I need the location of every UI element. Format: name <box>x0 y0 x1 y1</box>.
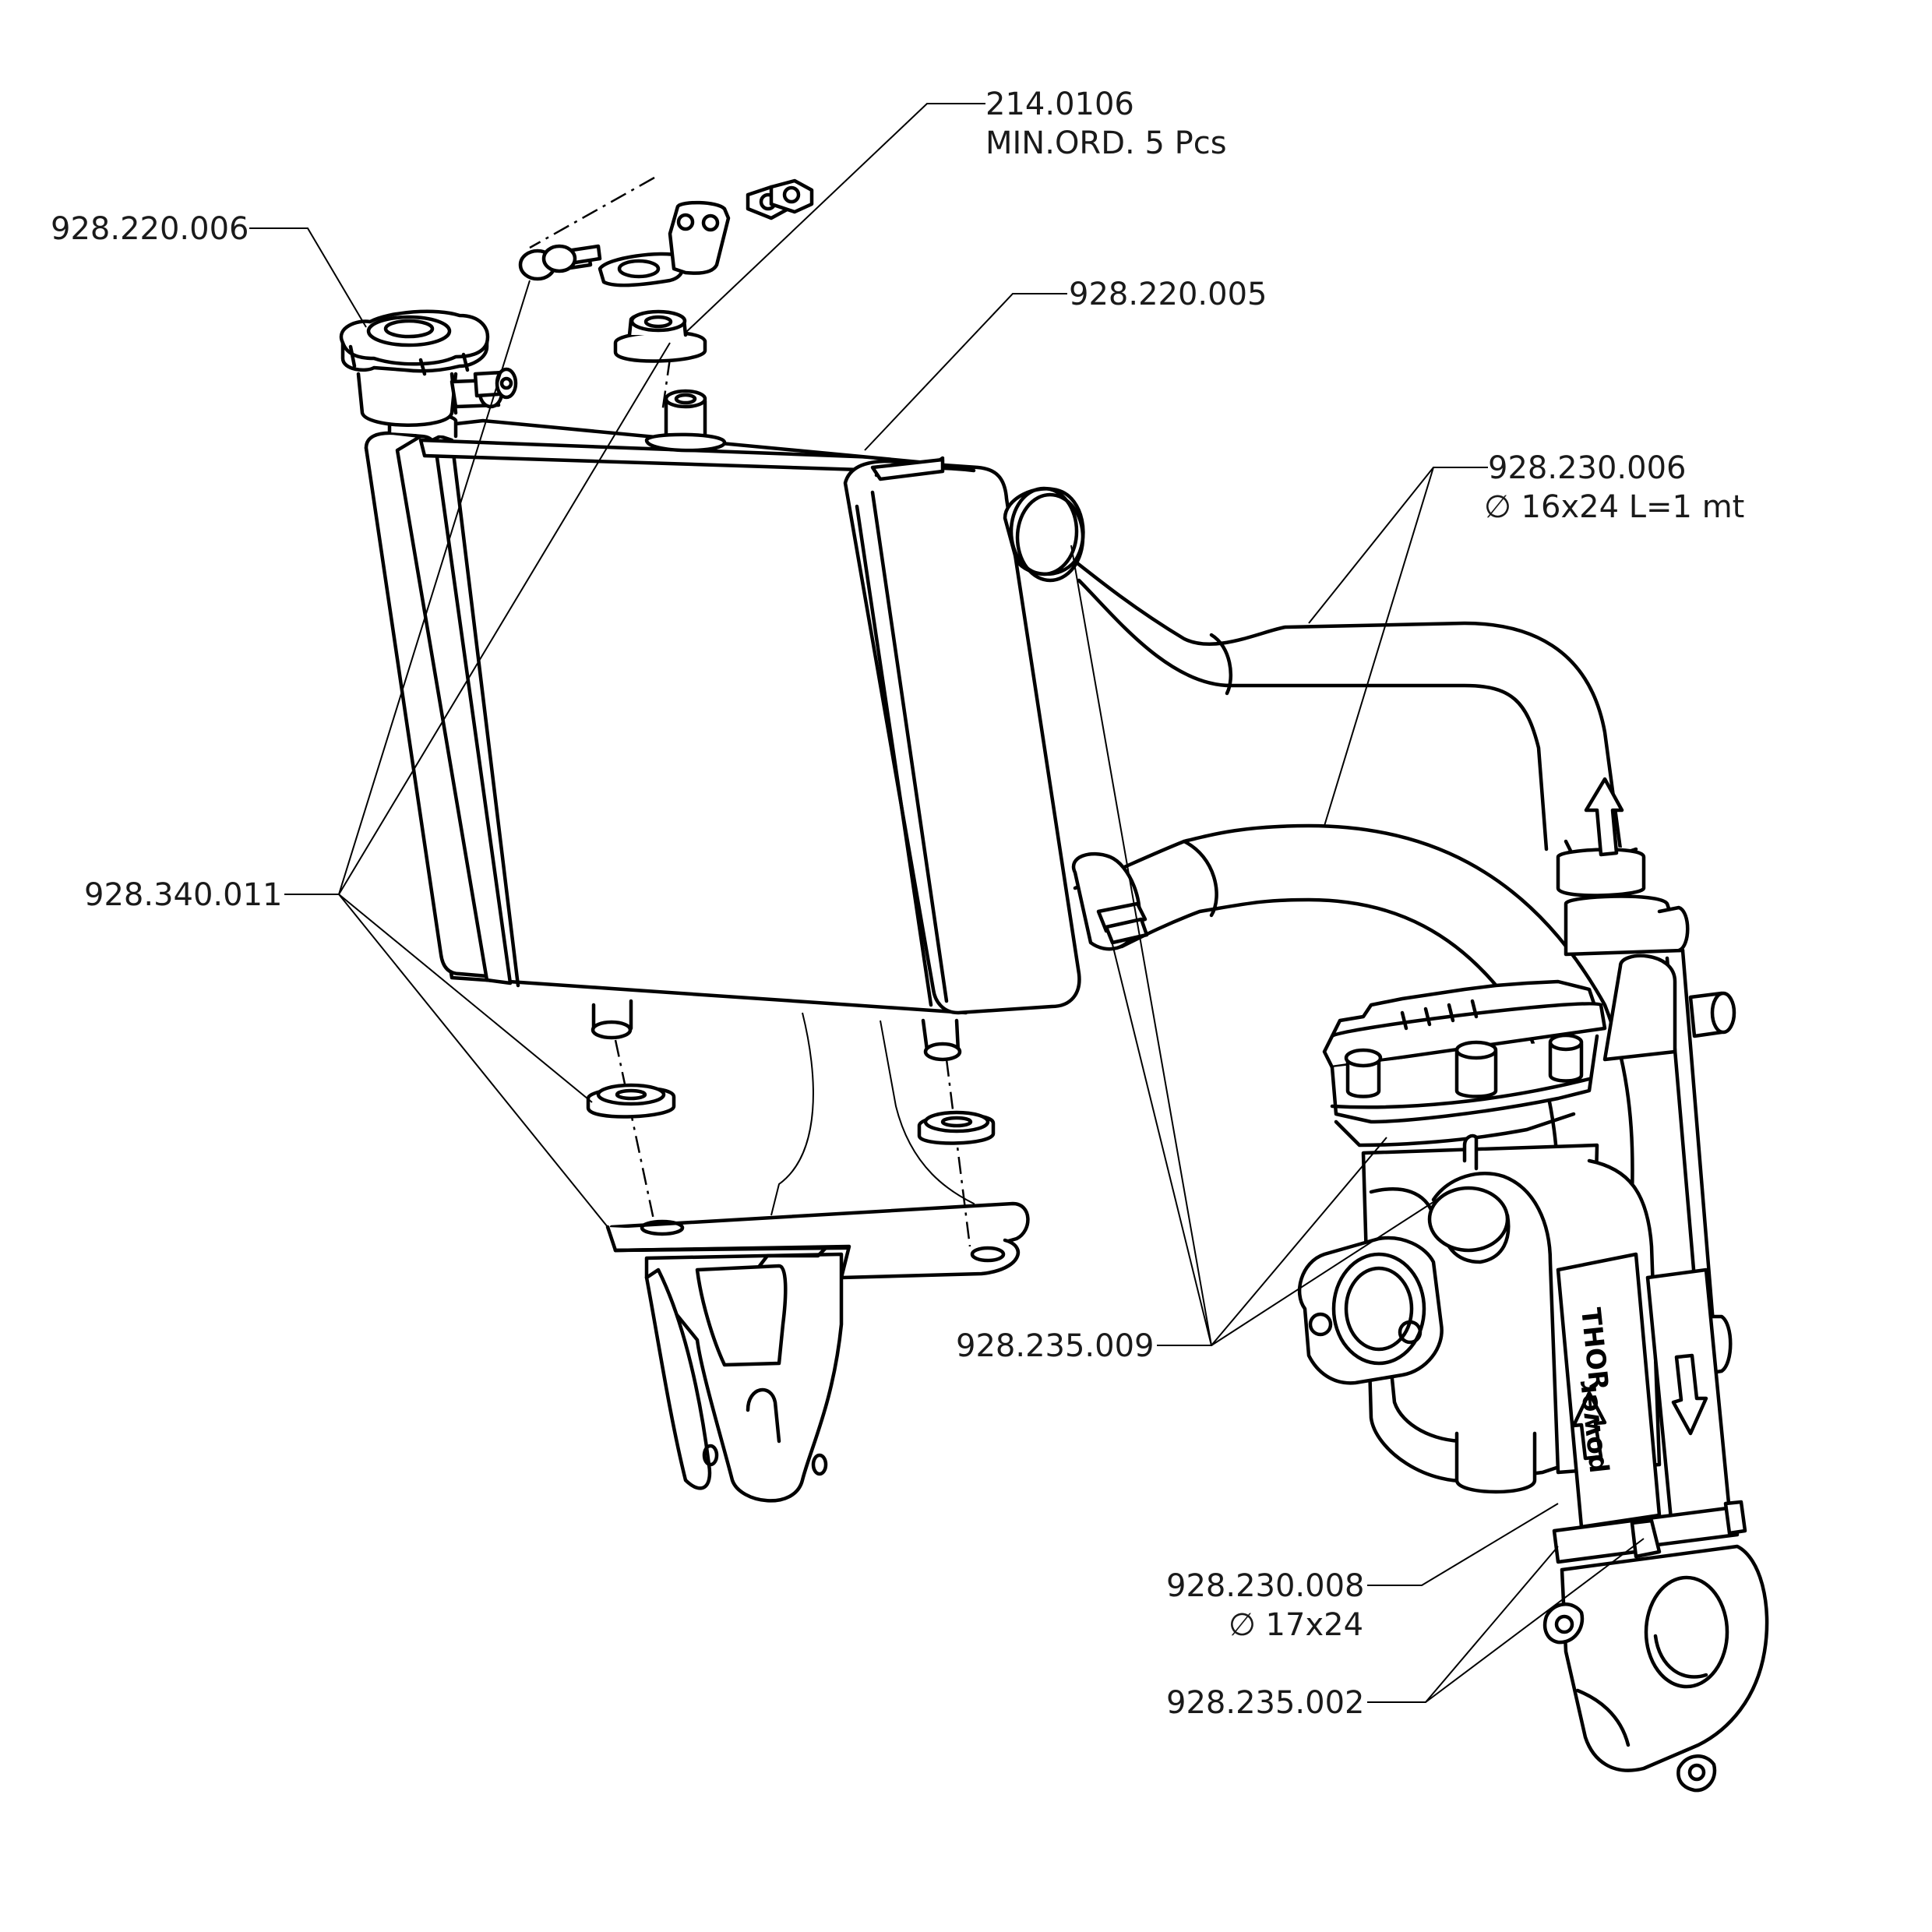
mounting-bracket <box>605 1012 1030 1503</box>
upper-hose <box>1003 486 1623 851</box>
nuts <box>746 178 814 220</box>
label-clamps-small: 928.235.002 <box>1166 1685 1364 1721</box>
grommet-top <box>613 309 707 363</box>
pump-assembly <box>1297 839 1736 1494</box>
label-kit-code: 214.0106 <box>985 86 1134 122</box>
small-bracket <box>598 200 731 287</box>
label-hose-small: 928.230.008 <box>1166 1568 1364 1604</box>
assembly-axis-lines <box>529 176 971 1247</box>
label-clamps-large: 928.235.009 <box>956 1328 1154 1364</box>
filler-cap <box>339 309 518 427</box>
label-hose-large-spec: ∅ 16x24 L=1 mt <box>1484 489 1744 525</box>
grommet-bottom-right <box>917 1110 996 1145</box>
label-kit-note: MIN.ORD. 5 Pcs <box>985 125 1227 161</box>
expansion-tank <box>364 389 1081 1062</box>
outlet-hose-with-arrows: THOR power <box>1556 777 1732 1529</box>
lower-hose <box>1071 823 1634 1264</box>
label-tank: 928.220.005 <box>1069 277 1267 312</box>
label-hose-large: 928.230.006 <box>1488 450 1686 486</box>
label-cap: 928.220.006 <box>51 211 249 247</box>
screws <box>518 244 602 281</box>
lower-hose-clamps <box>1552 1500 1747 1564</box>
leader-lines <box>249 103 1645 1703</box>
grommet-bottom-left <box>586 1083 676 1119</box>
label-hose-small-spec: ∅ 17x24 <box>1229 1607 1363 1643</box>
part-labels: 214.0106 MIN.ORD. 5 Pcs 928.220.006 928.… <box>51 86 1744 1721</box>
water-pump-cover <box>1542 1544 1769 1793</box>
label-grommets: 928.340.011 <box>84 877 282 913</box>
